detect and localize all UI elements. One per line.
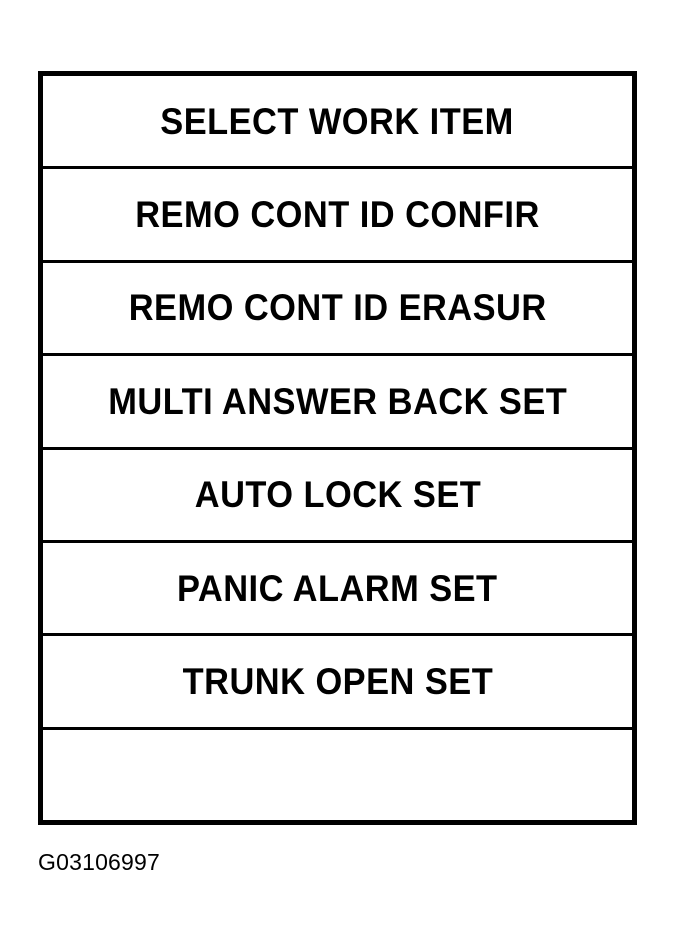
menu-row-label: TRUNK OPEN SET: [182, 660, 493, 702]
figure-caption: G03106997: [38, 849, 161, 875]
menu-row-multi-answer-back-set[interactable]: MULTI ANSWER BACK SET: [43, 356, 632, 450]
menu-row-label: REMO CONT ID CONFIR: [135, 194, 540, 236]
menu-row-auto-lock-set[interactable]: AUTO LOCK SET: [43, 449, 632, 543]
menu-row-label: MULTI ANSWER BACK SET: [108, 380, 567, 422]
menu-row-remo-cont-id-erasur[interactable]: REMO CONT ID ERASUR: [43, 262, 632, 357]
menu-row-trunk-open-set[interactable]: TRUNK OPEN SET: [43, 636, 632, 730]
menu-row-select-work-item[interactable]: SELECT WORK ITEM: [43, 76, 632, 170]
menu-row-panic-alarm-set[interactable]: PANIC ALARM SET: [43, 542, 632, 637]
menu-row-label: SELECT WORK ITEM: [160, 100, 515, 142]
menu-row-label: REMO CONT ID ERASUR: [128, 287, 547, 329]
menu-row-label: PANIC ALARM SET: [177, 567, 498, 609]
menu-row-blank[interactable]: [43, 729, 632, 820]
menu-row-remo-cont-id-confir[interactable]: REMO CONT ID CONFIR: [43, 169, 632, 263]
menu-row-label: AUTO LOCK SET: [194, 474, 481, 516]
select-work-item-menu: SELECT WORK ITEM REMO CONT ID CONFIR REM…: [38, 71, 637, 825]
